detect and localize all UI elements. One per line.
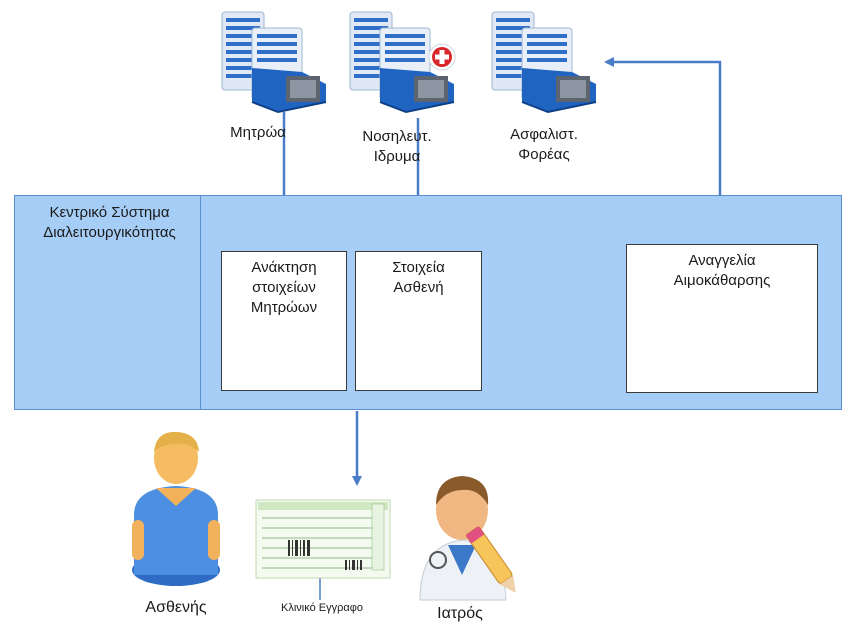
registries-label: Μητρώα <box>230 124 286 141</box>
retrieve-box-line3: Μητρώων <box>250 299 318 316</box>
arrow-dialysis-to-insurer <box>604 57 722 244</box>
patient-data-line2: Ασθενή <box>393 279 444 296</box>
patient-label: Ασθενής <box>145 599 207 616</box>
dialysis-box-line2: Αιμοκάθαρσης <box>673 272 771 289</box>
clinical-document-label: Κλινικό Εγγραφο <box>281 602 363 614</box>
central-system-divider <box>200 195 201 410</box>
insurer-label-line2: Φορέας <box>518 146 570 163</box>
retrieve-box-line2: στοιχείων <box>252 279 316 296</box>
dialysis-box-line1: Αναγγελία <box>688 252 756 269</box>
retrieve-registry-data-box: Ανάκτηση στοιχείων Μητρώων <box>221 251 347 391</box>
dialysis-notification-box: Αναγγελία Αιμοκάθαρσης <box>626 244 818 393</box>
insurer-building-icon <box>491 11 597 113</box>
patient-icon <box>132 431 220 586</box>
doctor-label: Ιατρός <box>437 605 483 622</box>
patient-data-box: Στοιχεία Ασθενή <box>355 251 482 391</box>
registries-building-icon <box>221 11 327 113</box>
retrieve-box-line1: Ανάκτηση <box>251 259 317 276</box>
doctor-icon <box>419 476 516 601</box>
central-system-title-line2: Διαλειτουργικότητας <box>43 224 176 241</box>
hospital-label-line1: Νοσηλευτ. <box>362 128 432 145</box>
central-system-title-line1: Κεντρικό Σύστημα <box>49 204 170 221</box>
clinical-document-icon <box>255 499 391 579</box>
hospital-label: Νοσηλευτ. Ιδρυμα <box>352 127 442 167</box>
central-system-title: Κεντρικό Σύστημα Διαλειτουργικότητας <box>22 203 197 243</box>
insurer-label: Ασφαλιστ. Φορέας <box>494 125 594 165</box>
insurer-label-line1: Ασφαλιστ. <box>510 126 578 143</box>
patient-data-line1: Στοιχεία <box>392 259 445 276</box>
hospital-label-line2: Ιδρυμα <box>373 148 421 165</box>
hospital-building-icon <box>349 11 456 113</box>
